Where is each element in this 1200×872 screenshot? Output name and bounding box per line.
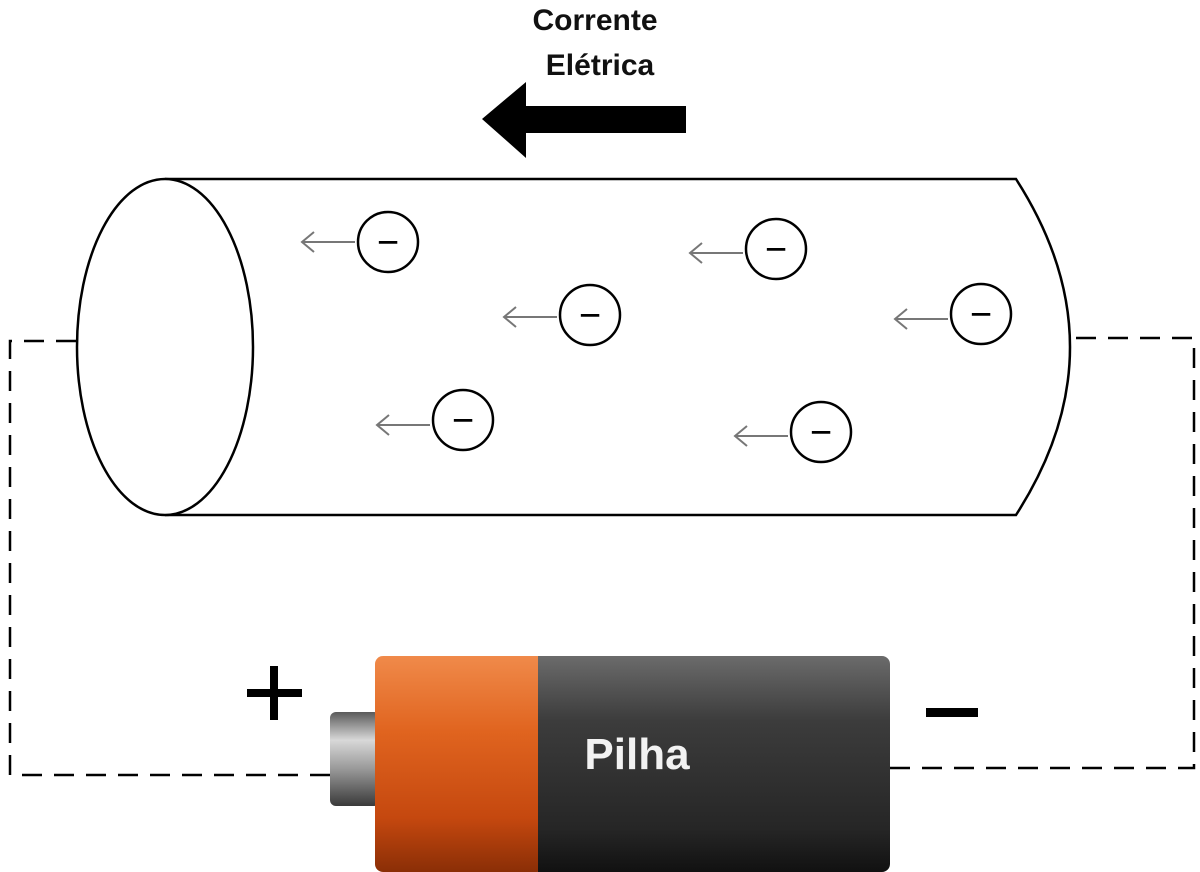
conductor-cylinder <box>165 177 1072 517</box>
electron-symbol: − <box>579 295 601 337</box>
current-label-line2: Elétrica <box>546 49 655 82</box>
electron-symbol: − <box>810 412 832 454</box>
electron-circle <box>558 283 622 347</box>
electron-symbol: − <box>970 294 992 336</box>
battery-orange-section <box>375 656 545 872</box>
electron: − <box>893 282 1013 346</box>
negative-symbol <box>926 708 978 717</box>
electron: − <box>688 217 808 281</box>
circuit-wire <box>8 336 1196 777</box>
electron-circle <box>744 217 808 281</box>
electron-circle <box>431 388 495 452</box>
conductor-cross-section <box>75 177 255 517</box>
battery-positive-terminal <box>330 712 380 806</box>
battery-dark-section <box>538 656 890 872</box>
battery-label: Pilha <box>584 730 690 779</box>
electron: − <box>502 283 622 347</box>
battery: Pilha <box>330 656 890 872</box>
electron-symbol: − <box>765 229 787 271</box>
electron-circle <box>356 210 420 274</box>
electron: − <box>300 210 420 274</box>
electron-circle <box>949 282 1013 346</box>
positive-symbol <box>247 666 302 720</box>
electron-symbol: − <box>452 400 474 442</box>
electron: − <box>733 400 853 464</box>
electron-symbol: − <box>377 222 399 264</box>
current-label-line1: Corrente <box>532 4 657 37</box>
electron-circle <box>789 400 853 464</box>
electron: − <box>375 388 495 452</box>
current-direction-arrow <box>482 82 686 158</box>
